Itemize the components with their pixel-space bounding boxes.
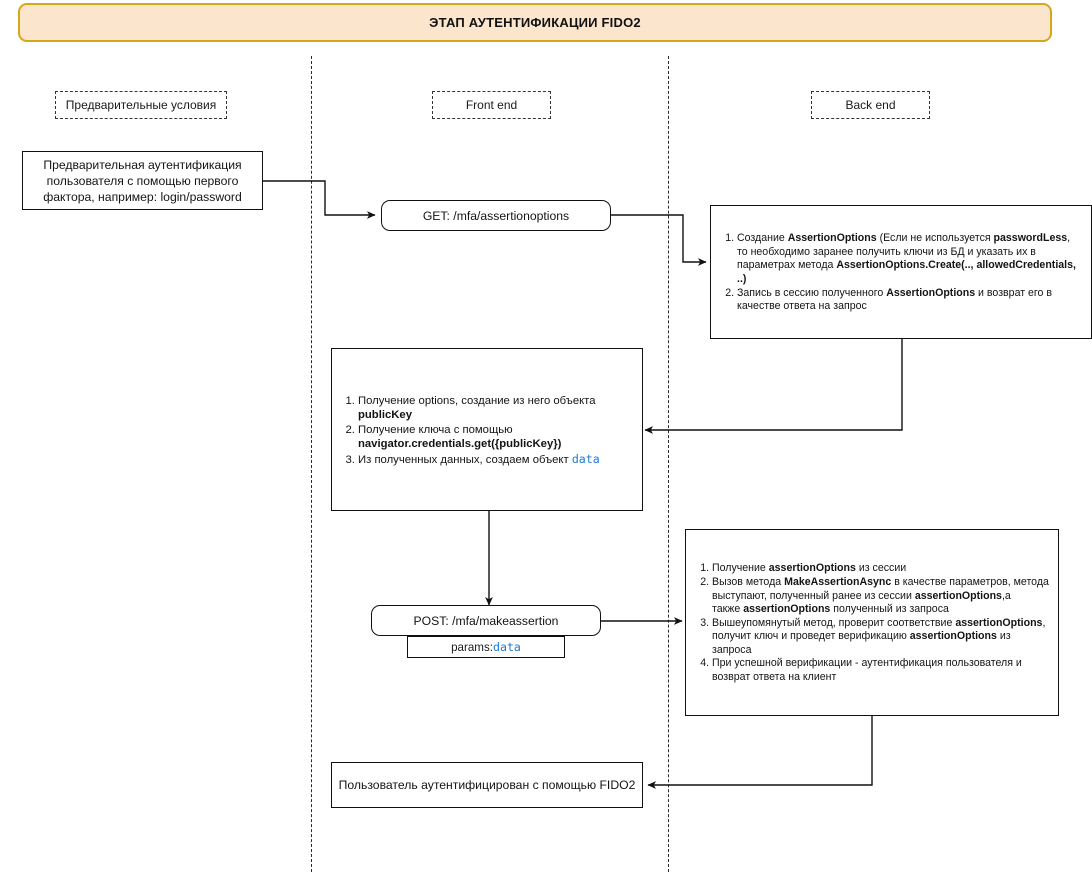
node-frontend-publickey[interactable]: Получение options, создание из него объе… bbox=[331, 348, 643, 511]
list-item: Получение options, создание из него объе… bbox=[358, 394, 634, 423]
lane-header-frontend: Front end bbox=[432, 91, 551, 119]
list-item: Получение assertionOptions из сессии bbox=[712, 562, 1050, 576]
emphasis-text: assertionOptions bbox=[743, 603, 831, 616]
list-item: Вышеупомянутый метод, проверит соответст… bbox=[712, 617, 1050, 658]
step-text: Из полученных данных, создаем объект bbox=[358, 453, 572, 466]
lane-header-frontend-label: Front end bbox=[465, 98, 518, 112]
lane-header-backend: Back end bbox=[811, 91, 930, 119]
lane-divider-right bbox=[668, 56, 669, 872]
list-item: Вызов метода MakeAssertionAsync в качест… bbox=[712, 576, 1050, 617]
emphasis-text: passwordLess bbox=[993, 232, 1068, 245]
step-text: Получение bbox=[712, 562, 769, 575]
emphasis-text: assertionOptions bbox=[768, 562, 856, 575]
node-backend-assertion-options[interactable]: Создание AssertionOptions (Если не испол… bbox=[710, 205, 1092, 339]
step-text: полученный из запроса bbox=[830, 603, 949, 616]
node-backend-verify[interactable]: Получение assertionOptions из сессииВызо… bbox=[685, 529, 1059, 716]
step-text: и возврат его в качестве ответа на запро… bbox=[737, 286, 1053, 313]
step-text: в качестве параметров, метода выступают,… bbox=[712, 575, 1049, 602]
step-text: Запись в сессию полученного bbox=[737, 286, 887, 299]
emphasis-text: AssertionOptions.Create(.., allowedCrede… bbox=[737, 259, 1076, 285]
list-item: Из полученных данных, создаем объект dat… bbox=[358, 452, 634, 468]
node-post-request[interactable]: POST: /mfa/makeassertion bbox=[371, 605, 601, 636]
step-text: из сессии bbox=[855, 562, 907, 575]
list-item: Запись в сессию полученного AssertionOpt… bbox=[737, 287, 1083, 314]
step-text: (Если не используется bbox=[876, 232, 994, 245]
post-params-label: params: bbox=[451, 640, 493, 654]
lane-divider-left bbox=[311, 56, 312, 872]
step-text: Создание bbox=[737, 232, 788, 245]
node-post-params[interactable]: params: data bbox=[407, 636, 565, 658]
post-params-value: data bbox=[492, 640, 521, 654]
list-item: Создание AssertionOptions (Если не испол… bbox=[737, 232, 1083, 286]
step-text: Получение ключа с помощью bbox=[358, 423, 513, 436]
step-text: , получит ключ и проведет верификацию bbox=[712, 616, 1046, 643]
step-text: Вызов метода bbox=[712, 575, 785, 588]
backend-assertion-options-steps: Создание AssertionOptions (Если не испол… bbox=[711, 232, 1092, 314]
frontend-publickey-steps: Получение options, создание из него объе… bbox=[332, 394, 644, 468]
diagram-title: ЭТАП АУТЕНТИФИКАЦИИ FIDO2 bbox=[429, 15, 641, 30]
step-text: , то необходимо заранее получить ключи и… bbox=[737, 232, 1071, 272]
lane-header-backend-label: Back end bbox=[845, 98, 896, 112]
emphasis-text: assertionOptions bbox=[955, 616, 1043, 629]
post-request-label: POST: /mfa/makeassertion bbox=[413, 613, 559, 628]
backend-verify-steps: Получение assertionOptions из сессииВызо… bbox=[686, 562, 1060, 684]
step-text: ,а bbox=[1001, 589, 1011, 602]
get-request-label: GET: /mfa/assertionoptions bbox=[422, 208, 570, 223]
diagram-title-banner: ЭТАП АУТЕНТИФИКАЦИИ FIDO2 bbox=[18, 3, 1052, 42]
step-text: Получение options, создание из него объе… bbox=[358, 394, 596, 407]
list-item: Получение ключа с помощью navigator.cred… bbox=[358, 423, 634, 452]
precondition-line-3: фактора, например: login/password bbox=[43, 189, 242, 204]
emphasis-text: navigator.credentials.get({publicKey}) bbox=[358, 438, 562, 451]
emphasis-text: assertionOptions bbox=[914, 589, 1002, 602]
result-label: Пользователь аутентифицирован с помощью … bbox=[338, 778, 636, 792]
emphasis-text: MakeAssertionAsync bbox=[784, 575, 892, 588]
step-text: Вышеупомянутый метод, проверит соответст… bbox=[712, 616, 956, 629]
emphasis-text: AssertionOptions bbox=[787, 232, 877, 245]
lane-header-preconditions-label: Предварительные условия bbox=[65, 98, 217, 112]
step-text: также bbox=[712, 603, 744, 616]
list-item: При успешной верификации - аутентификаци… bbox=[712, 657, 1050, 684]
emphasis-text: assertionOptions bbox=[909, 630, 997, 643]
code-token: data bbox=[571, 451, 600, 466]
step-text: из запроса bbox=[712, 630, 1011, 656]
node-get-request[interactable]: GET: /mfa/assertionoptions bbox=[381, 200, 611, 231]
precondition-line-1: Предварительная аутентификация bbox=[43, 157, 242, 172]
node-precondition[interactable]: Предварительная аутентификация пользоват… bbox=[22, 151, 263, 210]
lane-header-preconditions: Предварительные условия bbox=[55, 91, 227, 119]
step-text: При успешной верификации - аутентификаци… bbox=[712, 657, 1022, 684]
precondition-line-2: пользователя с помощью первого bbox=[46, 173, 239, 188]
emphasis-text: publicKey bbox=[358, 409, 412, 422]
node-result[interactable]: Пользователь аутентифицирован с помощью … bbox=[331, 762, 643, 808]
emphasis-text: AssertionOptions bbox=[886, 286, 976, 299]
